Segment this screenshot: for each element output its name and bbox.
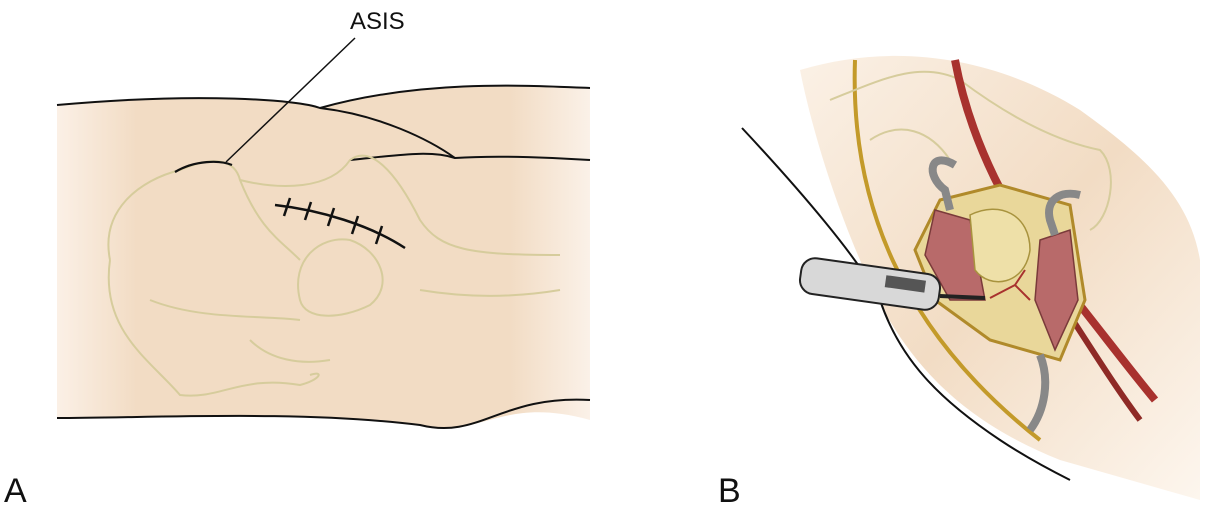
panel-a-hip-illustration	[56, 37, 591, 430]
pelvis-bone-outline	[107, 154, 561, 397]
ASIS-landmark	[174, 160, 233, 173]
muscle-left	[924, 209, 986, 301]
vessel-branches	[989, 269, 1031, 301]
retractor-top	[928, 156, 958, 211]
thigh-skin	[57, 85, 590, 429]
femoral-head	[969, 208, 1031, 283]
nerve	[852, 59, 1042, 442]
panel-label-a: A	[4, 472, 27, 510]
asis-label: ASIS	[350, 8, 405, 35]
retractor-bottom	[1026, 353, 1050, 433]
panel-b-surgical-exposure	[741, 55, 1200, 500]
instrument-handle	[798, 257, 986, 311]
incision-mark	[274, 197, 406, 250]
callout-line	[225, 37, 356, 163]
panel-label-b: B	[718, 472, 741, 510]
bone-outline-b	[829, 70, 1112, 231]
muscle-right	[1034, 228, 1079, 352]
retractor-right	[1045, 189, 1081, 237]
